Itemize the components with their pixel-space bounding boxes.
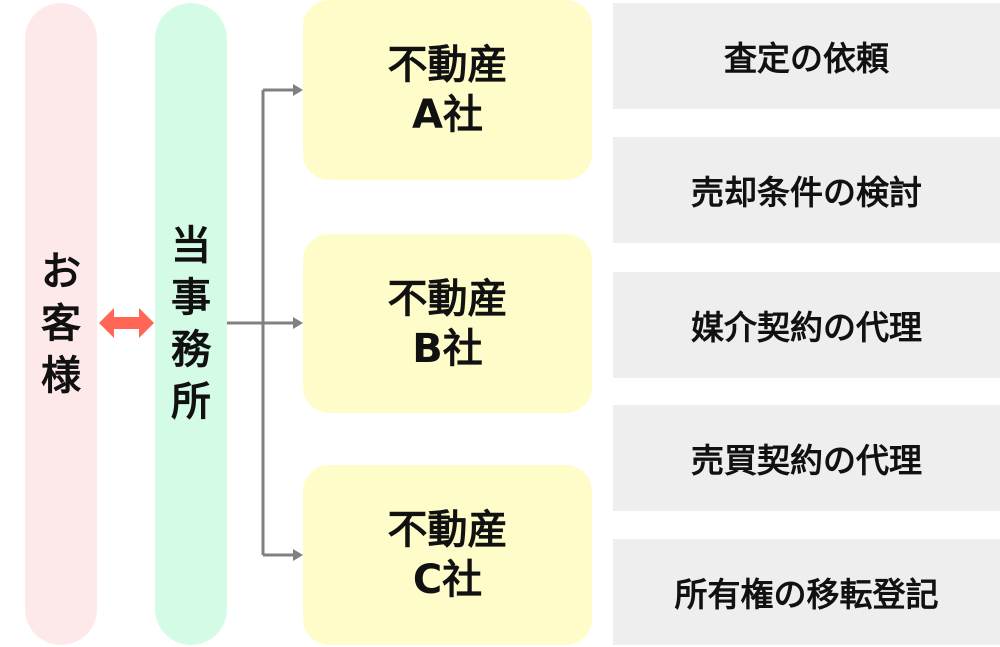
arrowhead-icon — [293, 549, 303, 561]
service-item: 売却条件の検討 — [613, 137, 1000, 243]
customer-column: お 客 様 — [25, 3, 97, 645]
office-char: 事 — [171, 275, 211, 321]
service-item: 査定の依頼 — [613, 3, 1000, 109]
office-char: 務 — [171, 327, 211, 373]
service-item: 媒介契約の代理 — [613, 272, 1000, 378]
customer-char: 客 — [41, 301, 81, 347]
company-name: C社 — [412, 557, 483, 603]
arrowhead-icon — [293, 317, 303, 329]
arrowhead-icon — [293, 84, 303, 96]
company-a-box: 不動産 A社 — [303, 0, 592, 180]
bidirectional-arrow-icon — [99, 308, 154, 338]
company-label: 不動産 — [387, 42, 508, 88]
company-b-box: 不動産 B社 — [303, 234, 592, 413]
customer-char: 様 — [41, 353, 81, 399]
company-c-box: 不動産 C社 — [303, 465, 592, 645]
office-column: 当 事 務 所 — [155, 3, 227, 645]
office-char: 当 — [171, 223, 211, 269]
company-name: B社 — [412, 325, 483, 372]
company-label: 不動産 — [387, 507, 508, 553]
company-label: 不動産 — [387, 275, 508, 322]
service-item: 売買契約の代理 — [613, 405, 1000, 511]
customer-char: お — [41, 249, 81, 295]
service-item: 所有権の移転登記 — [613, 539, 1000, 645]
company-name: A社 — [412, 92, 483, 138]
office-char: 所 — [171, 379, 211, 425]
